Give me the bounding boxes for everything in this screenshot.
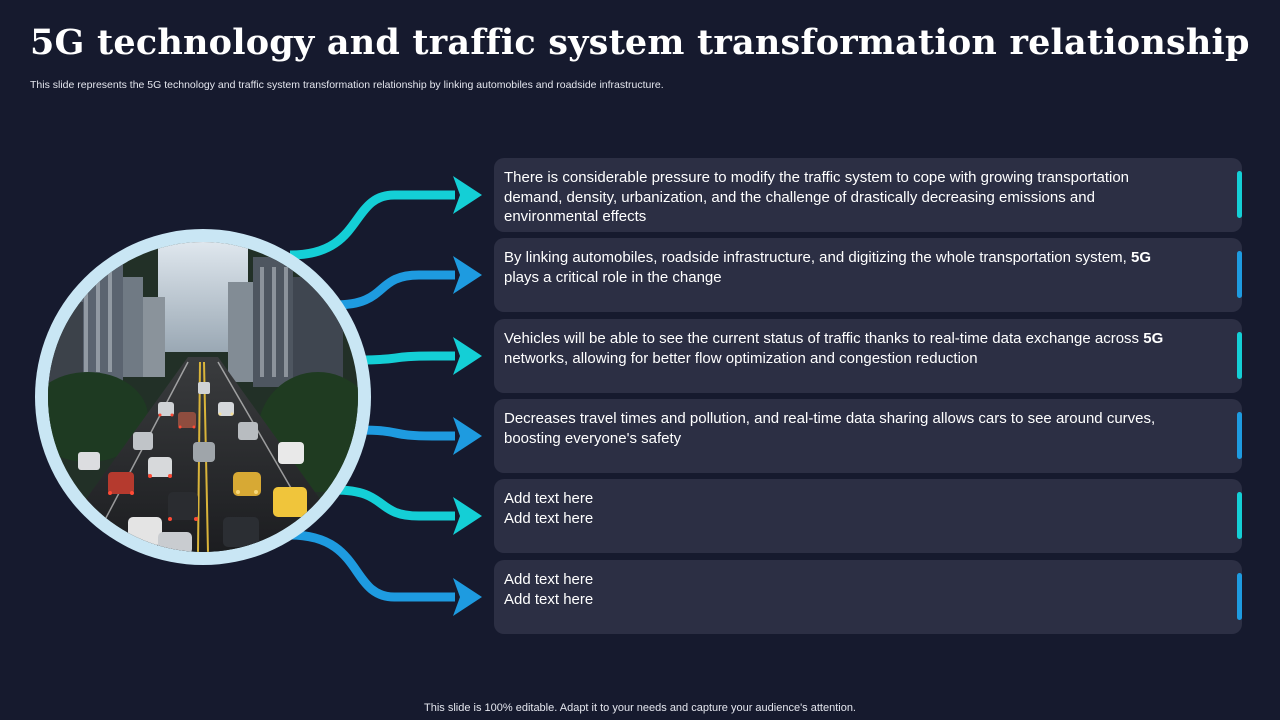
arrow-head-icon: [453, 256, 482, 294]
statement-text: Add text here Add text here: [504, 571, 594, 608]
statement-box-3: Vehicles will be able to see the current…: [494, 319, 1242, 393]
accent-bar: [1237, 251, 1242, 298]
connector-line-6: [289, 530, 455, 602]
city-traffic-photo: [48, 242, 358, 552]
arrow-head-icon: [453, 337, 482, 375]
city-traffic-street-photo-icon: [48, 242, 358, 552]
arrow-head-icon: [453, 417, 482, 455]
slide-footer: This slide is 100% editable. Adapt it to…: [424, 702, 856, 714]
slide-title: 5G technology and traffic system transfo…: [30, 22, 1250, 63]
statement-text: Decreases travel times and pollution, an…: [504, 410, 1156, 447]
statement-box-4: Decreases travel times and pollution, an…: [494, 399, 1242, 473]
connector-line-1: [289, 190, 455, 260]
accent-bar: [1237, 171, 1242, 218]
statement-text: Vehicles will be able to see the current…: [504, 330, 1164, 367]
arrow-head-icon: [453, 497, 482, 535]
accent-bar: [1237, 573, 1242, 620]
connector-line-2: [334, 270, 455, 310]
connector-line-4: [359, 425, 455, 441]
slide-subtitle: This slide represents the 5G technology …: [30, 79, 664, 91]
accent-bar: [1237, 332, 1242, 379]
statement-box-1: There is considerable pressure to modify…: [494, 158, 1242, 232]
statement-box-5: Add text here Add text here: [494, 479, 1242, 553]
photo-ring: [35, 229, 371, 565]
statement-box-6: Add text here Add text here: [494, 560, 1242, 634]
arrow-head-icon: [453, 578, 482, 616]
statement-text: By linking automobiles, roadside infrast…: [504, 249, 1152, 286]
statement-box-2: By linking automobiles, roadside infrast…: [494, 238, 1242, 312]
connector-line-3: [359, 351, 455, 365]
accent-bar: [1237, 412, 1242, 459]
statement-text: Add text here Add text here: [504, 490, 594, 527]
connector-line-5: [334, 485, 455, 521]
statement-text: There is considerable pressure to modify…: [504, 169, 1130, 225]
arrow-head-icon: [453, 176, 482, 214]
accent-bar: [1237, 492, 1242, 539]
